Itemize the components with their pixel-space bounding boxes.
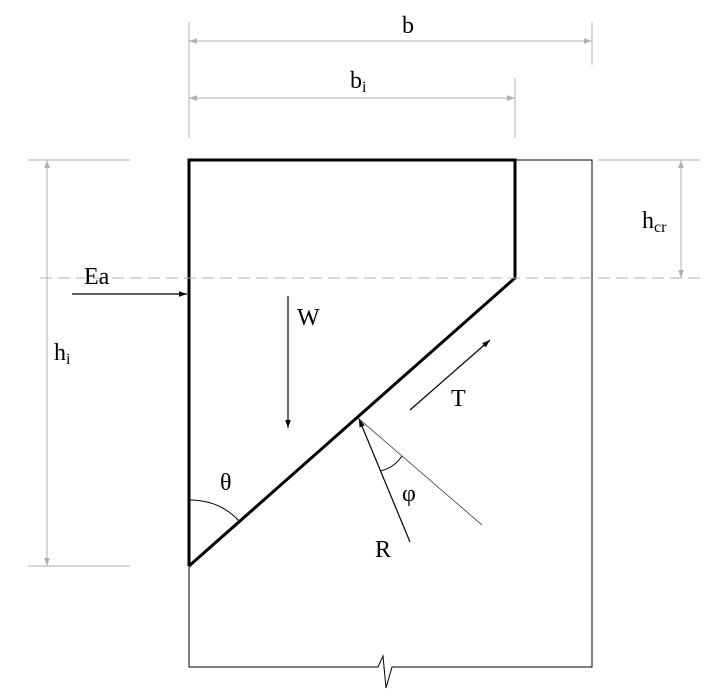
label-hcr-main: h	[642, 208, 654, 234]
label-hi-main: h	[54, 340, 66, 366]
label-t: T	[451, 386, 466, 412]
label-hi: hi	[54, 340, 71, 368]
label-hi-sub: i	[66, 351, 71, 368]
label-bi-main: b	[350, 68, 362, 94]
label-bi: bi	[350, 68, 367, 96]
label-r: R	[375, 537, 391, 563]
force-t-arrow	[409, 339, 491, 411]
angle-theta-arc	[188, 499, 240, 522]
label-phi: φ	[402, 481, 416, 507]
label-hcr: hcr	[642, 208, 667, 236]
label-theta: θ	[220, 470, 232, 496]
block-outline	[188, 159, 593, 689]
normal-line	[357, 417, 483, 526]
force-r-arrow	[358, 418, 411, 543]
label-hcr-sub: cr	[654, 219, 667, 236]
label-b: b	[402, 13, 414, 39]
label-ea: Ea	[84, 264, 110, 290]
label-bi-sub: i	[362, 79, 367, 96]
sliding-wedge	[187, 158, 517, 568]
label-w: W	[297, 305, 320, 331]
angle-phi-arc	[379, 455, 403, 472]
